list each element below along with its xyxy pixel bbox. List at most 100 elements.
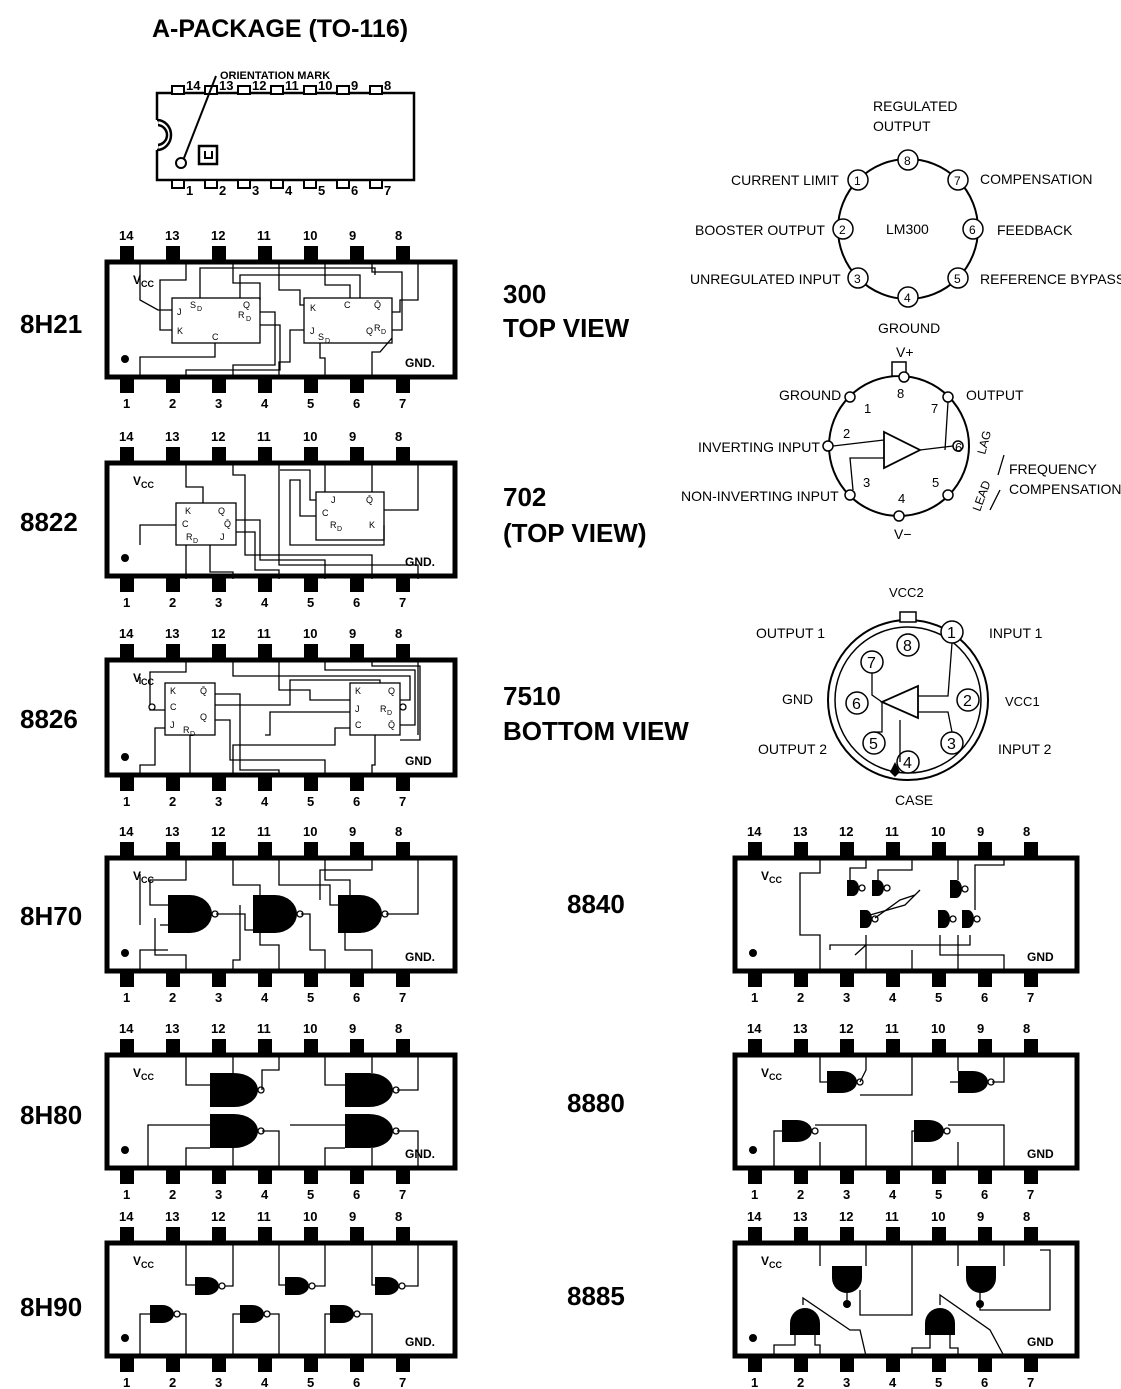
chip-pin-top-label: 9 [977,1021,984,1036]
view-7510-number: 7510 [503,681,561,711]
chip-label: 8840 [567,889,625,919]
lm300-label: FEEDBACK [997,222,1073,238]
chip-pin-top-label: 11 [257,1021,271,1036]
lm300-label: COMPENSATION [980,171,1093,187]
ff-pin-label: Q̄ [388,720,395,730]
c7510-label: INPUT 2 [998,741,1052,757]
ff-pin-label: Q [243,300,250,310]
c7510-pin-number: 5 [869,736,878,753]
chip-pin-bottom-label: 7 [399,990,406,1005]
lm300-pin-number: 2 [839,223,846,237]
chip-pin-bottom-label: 4 [261,794,269,809]
orientation-mark-label: ORIENTATION MARK [220,70,330,82]
op702-pin-number: 3 [863,475,870,490]
lm300-pin-number: 1 [854,174,861,188]
ff-pin-label: R [238,310,245,320]
op702-pin-number: 5 [932,475,939,490]
chip-pin-bottom-label: 4 [261,990,269,1005]
pkg-pin-bottom-label: 6 [351,183,358,198]
ff-pin-label: D [193,538,198,545]
chip-pin-bottom-label: 1 [751,1375,758,1389]
page-title: A-PACKAGE (TO-116) [152,15,408,43]
chip-pin-bottom-label: 4 [889,990,897,1005]
c7510-pin-number: 1 [947,625,956,642]
chip-pin-top-label: 11 [257,1209,271,1224]
chip-pin-top-label: 8 [1023,824,1030,839]
lm300-label: GROUND [878,320,940,336]
ff-pin-label: D [325,338,330,345]
c7510-label: GND [782,691,813,707]
chip-pin-top-label: 8 [395,626,402,641]
chip-pin-top-label: 13 [793,824,807,839]
chip-pin-top-label: 11 [257,824,271,839]
op702-label: V− [894,526,912,542]
ff-pin-label: R [380,704,387,714]
chip-pin-bottom-label: 2 [169,1187,176,1202]
chip-pin-top-label: 8 [395,1021,402,1036]
ff-pin-label: Q̄ [224,519,231,529]
gnd-label: GND. [405,950,435,964]
chip-pin-top-label: 10 [303,228,317,243]
pkg-pin-bottom-label: 3 [252,183,259,198]
chip-pin-bottom-label: 1 [123,396,130,411]
ff-pin-label: R [330,520,337,530]
chip-pin-top-label: 13 [165,429,179,444]
op702-pin-number: 4 [898,491,905,506]
pkg-pin-top-label: 12 [252,78,266,93]
chip-pin-top-label: 13 [793,1021,807,1036]
chip-pin-top-label: 14 [119,626,134,641]
pkg-pin-bottom-label: 7 [384,183,391,198]
chip-pin-bottom-label: 4 [261,1187,269,1202]
chip-pin-bottom-label: 3 [843,1375,850,1389]
ff-pin-label: R [183,725,190,735]
vcc-label: VCC [761,1254,783,1270]
chip-pin-bottom-label: 6 [353,1375,360,1389]
chip-pin-bottom-label: 3 [215,1187,222,1202]
gnd-label: GND [1027,1147,1054,1161]
chip-pin-top-label: 11 [885,824,899,839]
ff-pin-label: J [310,326,315,336]
chip-pin-top-label: 12 [839,1021,853,1036]
op702-pin-number: 1 [864,401,871,416]
chip-pin-bottom-label: 6 [353,595,360,610]
c7510-pin-number: 6 [852,696,861,713]
op702-label: LEAD [970,478,994,513]
pkg-pin-bottom-label: 2 [219,183,226,198]
chip-pin-bottom-label: 5 [935,1375,942,1389]
chip-pin-bottom-label: 5 [935,990,942,1005]
ff-pin-label: Q̄ [200,686,207,696]
chip-label: 8H80 [20,1100,82,1130]
chip-label: 8885 [567,1281,625,1311]
chip-pin-bottom-label: 2 [797,1187,804,1202]
chip-pin-bottom-label: 6 [981,1187,988,1202]
op702-label: COMPENSATION [1009,481,1121,497]
lm300-label: BOOSTER OUTPUT [695,222,825,238]
chip-pin-bottom-label: 6 [353,1187,360,1202]
chip-pin-top-label: 10 [303,824,317,839]
chip-pin-bottom-label: 5 [307,396,314,411]
op702-label: LAG [974,429,994,456]
op702-label: NON-INVERTING INPUT [681,488,839,504]
lm300-pin-number: 6 [969,223,976,237]
ff-pin-label: C [355,720,362,730]
c7510-label: INPUT 1 [989,625,1043,641]
vcc-label: VCC [133,869,155,885]
c7510-pin-number: 2 [963,693,972,710]
chip-label: 8826 [20,704,78,734]
chip-pin-top-label: 14 [119,1209,134,1224]
op702-label: OUTPUT [966,387,1024,403]
lm300-center-label: LM300 [886,221,929,237]
chip-pin-top-label: 13 [165,1209,179,1224]
c7510-pin-number: 7 [867,655,876,672]
view-7510-caption: BOTTOM VIEW [503,716,689,746]
op702-label: GROUND [779,387,841,403]
vcc-label: VCC [133,1066,155,1082]
chip-pin-bottom-label: 2 [797,1375,804,1389]
chip-pin-bottom-label: 5 [307,1375,314,1389]
ff-pin-label: Q [218,506,225,516]
lm300-label: CURRENT LIMIT [731,172,839,188]
ff-pin-label: R [186,532,193,542]
